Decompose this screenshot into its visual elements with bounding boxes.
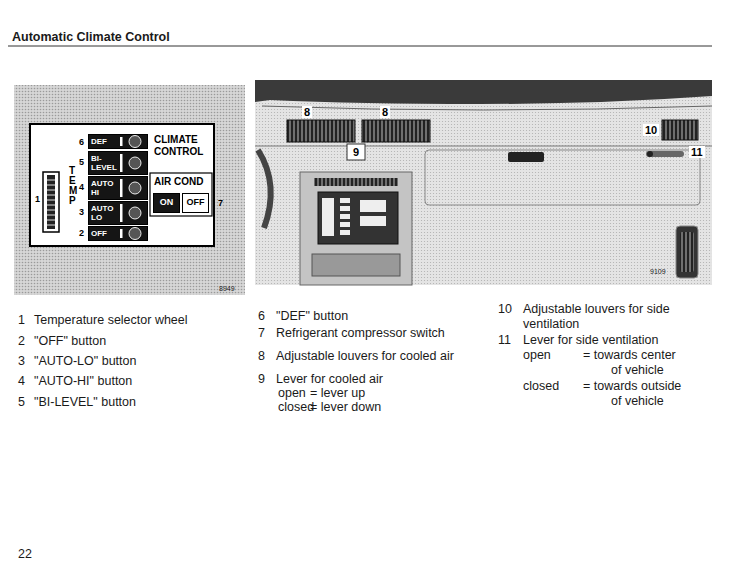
control-button: ON [153,193,180,213]
button-label: OFF [91,229,119,238]
control-button: BI-LEVEL [88,151,148,175]
key-text: Lever for cooled air [276,372,383,387]
key-number: 7 [258,326,265,341]
callout-number: 5 [79,157,84,167]
callout-number: 4 [79,182,84,192]
key-text: Adjustable louvers for cooled air [276,349,454,364]
callout-number: 11 [689,146,705,158]
key-number: 9 [258,372,265,387]
callout-number: 9 [351,146,361,158]
panel-label: AIR COND [154,176,212,188]
key-text: = lever up [310,386,365,401]
key-number: 4 [18,374,25,389]
button-label: BI-LEVEL [91,154,119,172]
callout-number: 7 [218,198,223,208]
button-knob [119,177,147,199]
key-number: 5 [18,395,25,410]
key-text: Lever for side ventilation [523,333,659,348]
dashboard-picture [255,80,712,285]
key-text: = towards center of vehicle [583,348,685,378]
key-text: closed [523,379,559,394]
button-knob [119,152,147,174]
callout-number: 8 [302,106,312,118]
key-text: = towards outside of vehicle [583,379,685,409]
callout-number: 6 [79,137,84,147]
page-number: 22 [18,547,32,562]
button-label: ON [154,194,179,210]
header-rule [8,46,712,47]
key-number: 6 [258,309,265,324]
callout-number: 1 [34,194,41,204]
key-text: = lever down [310,400,381,415]
button-label: DEF [91,137,119,146]
key-number: 8 [258,349,265,364]
figure-number: 8949 [219,285,235,293]
control-button: DEF [88,134,148,149]
key-number: 1 [18,313,25,328]
button-label: AUTO LO [91,204,119,222]
key-text: "AUTO-HI" button [34,374,132,389]
key-text: closed [278,400,314,415]
panel-label: TEMP [69,166,79,206]
button-knob [119,202,147,224]
key-text: open [278,386,306,401]
key-number: 11 [498,333,511,348]
control-button: OFF [88,226,148,241]
button-label: AUTO HI [91,179,119,197]
callout-number: 3 [79,207,84,217]
key-text: Temperature selector wheel [34,313,188,328]
key-text: open [523,348,551,363]
callout-number: 10 [643,124,659,136]
key-text: Refrigerant compressor switch [276,326,445,341]
figure-number: 9109 [650,268,666,276]
key-text: "BI-LEVEL" button [34,395,136,410]
key-text: "AUTO-LO" button [34,354,136,369]
control-panel-picture [14,85,245,295]
key-text: "OFF" button [34,334,106,349]
key-number: 10 [498,302,512,317]
control-button: AUTO LO [88,201,148,225]
page-title: Automatic Climate Control [12,30,170,45]
button-label: OFF [183,194,208,210]
callout-number: 8 [380,106,390,118]
button-knob [119,135,147,148]
key-text: "DEF" button [276,309,348,324]
panel-label: CLIMATE CONTROL [154,134,212,158]
button-knob [119,227,147,240]
key-text: Adjustable louvers for side ventilation [523,302,698,332]
control-button: OFF [182,193,209,213]
key-number: 3 [18,354,25,369]
key-number: 2 [18,334,25,349]
control-button: AUTO HI [88,176,148,200]
callout-number: 2 [79,228,84,238]
